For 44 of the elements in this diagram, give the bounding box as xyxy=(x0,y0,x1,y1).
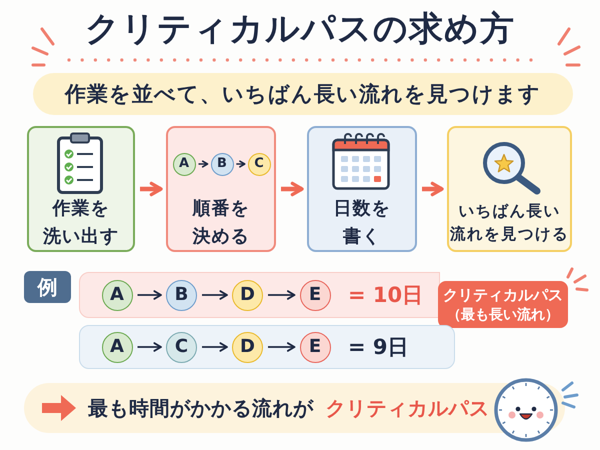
letter-circle: B xyxy=(210,152,234,176)
arrow xyxy=(140,182,163,196)
subtitle-banner xyxy=(33,73,573,115)
summary-banner xyxy=(24,383,565,433)
step-label: 作業を洗い出す xyxy=(43,197,119,249)
letter-circle: E xyxy=(300,332,330,362)
arrow xyxy=(202,342,228,352)
arrow xyxy=(138,342,162,352)
step-box xyxy=(166,126,276,252)
day-total: = 9日 xyxy=(348,334,409,361)
highlight-text: クリティカルパス xyxy=(326,394,490,422)
callout-title: クリティカルパス xyxy=(443,284,563,304)
banner-text: 作業を並べて、いちばん長い流れを見つけます xyxy=(65,81,541,108)
letter-circle: C xyxy=(248,152,270,176)
summary-text: 最も時間がかかる流れが xyxy=(88,394,314,422)
letter-circle: D xyxy=(232,332,263,362)
letter-circle: E xyxy=(300,280,330,310)
step-box xyxy=(307,126,417,252)
arrow xyxy=(198,160,208,168)
arrow xyxy=(202,290,228,300)
letter-circle: D xyxy=(232,280,263,310)
path-row xyxy=(79,272,440,318)
letter-circle: C xyxy=(166,332,197,362)
arrow xyxy=(268,342,296,352)
letter-circle: A xyxy=(172,152,196,176)
arrow xyxy=(138,290,162,300)
path-row xyxy=(79,325,455,369)
day-total: = 10日 xyxy=(348,282,424,309)
step-label: 日数を書く xyxy=(334,197,390,249)
arrow xyxy=(236,160,246,168)
letter-circle: B xyxy=(166,280,197,310)
example-tag: 例 xyxy=(24,271,71,303)
step-box xyxy=(447,126,572,252)
callout-note: （最も長い流れ） xyxy=(447,306,559,324)
letter-circle: A xyxy=(102,280,132,310)
arrow xyxy=(422,182,444,196)
arrow xyxy=(281,182,304,196)
page-title: クリティカルパスの求め方 xyxy=(85,8,515,51)
step-label: いちばん長い流れを見つける xyxy=(450,201,569,245)
callout-box xyxy=(438,281,568,328)
arrow xyxy=(268,290,296,300)
letter-circle: A xyxy=(102,332,132,362)
step-box xyxy=(27,126,135,252)
step-label: 順番を決める xyxy=(192,197,250,249)
